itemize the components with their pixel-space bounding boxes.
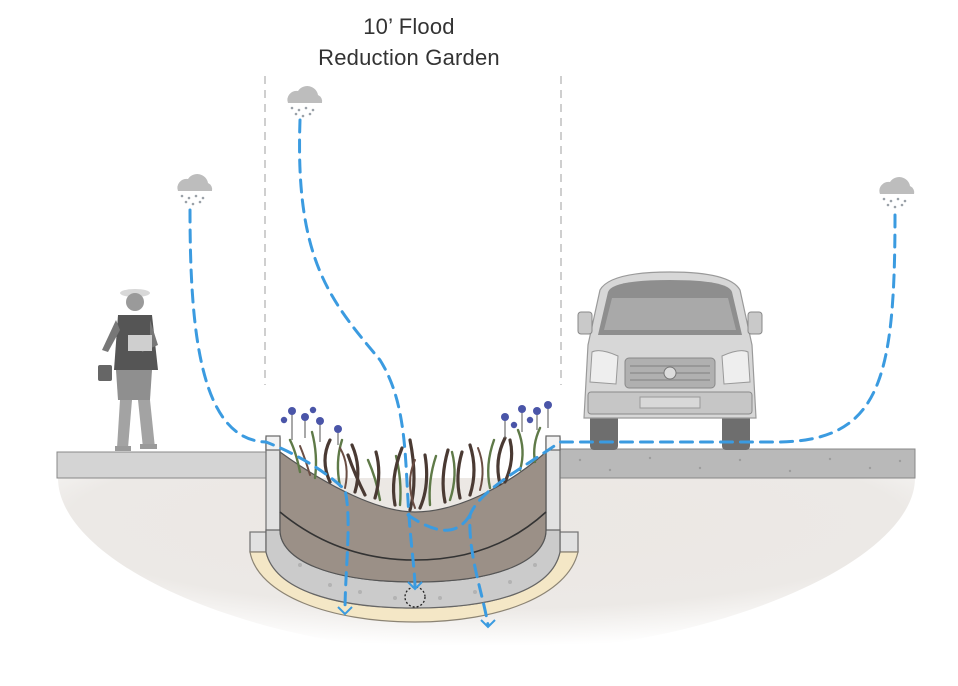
pedestrian-figure xyxy=(98,289,158,451)
rain-cloud-icon xyxy=(879,177,915,209)
water-flow-arrowheads xyxy=(337,581,496,629)
rain-cloud-icon xyxy=(177,174,213,206)
roadway xyxy=(557,448,916,479)
drain-pipe-icon xyxy=(404,586,426,608)
water-flow-path-right xyxy=(468,213,897,627)
plant-icon xyxy=(280,401,552,512)
roadway-texture xyxy=(578,456,902,473)
rain-cloud-icon xyxy=(287,86,323,118)
water-flow-path-left xyxy=(188,208,350,614)
soil-boundary xyxy=(279,511,547,561)
diagram-title-line-1: 10’ Flood xyxy=(363,14,455,39)
water-flow-path-center xyxy=(298,118,417,590)
van-illustration xyxy=(577,271,763,450)
diagram-title-line-2: Reduction Garden xyxy=(318,45,500,70)
water-flow-lines xyxy=(188,118,897,627)
sidewalk xyxy=(56,451,268,479)
water-flow-path-spread xyxy=(406,513,472,532)
